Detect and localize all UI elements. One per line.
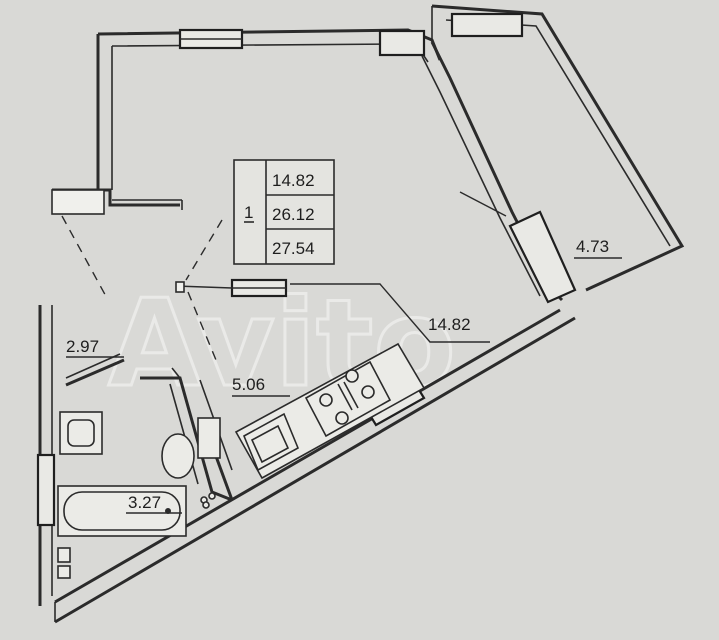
interior-walls: [36, 215, 234, 606]
bathroom-area: 3.27: [128, 493, 161, 512]
room-count: 1: [244, 203, 253, 222]
kitchen-fixtures: [234, 342, 426, 480]
toilet: [161, 433, 195, 479]
total-area-with-balcony: 27.54: [272, 239, 315, 258]
area-summary-table: 1 14.82 26.12 27.54: [233, 159, 335, 265]
hallway-area: 2.97: [66, 337, 99, 356]
living-area: 14.82: [272, 171, 315, 190]
balcony-area: 4.73: [576, 237, 609, 256]
kitchen-area: 5.06: [232, 375, 265, 394]
exterior-walls: [51, 28, 576, 624]
bathroom-fixtures: [57, 411, 221, 579]
total-area: 26.12: [272, 205, 315, 224]
balcony-door: [508, 210, 577, 304]
window: [450, 12, 524, 38]
window: [378, 29, 426, 57]
column: [51, 189, 105, 215]
bathroom-window: [36, 453, 56, 527]
toilet-tank: [197, 417, 221, 459]
living-room-area: 14.82: [428, 315, 471, 334]
leader-lines: [66, 257, 622, 514]
balcony: [431, 4, 685, 304]
